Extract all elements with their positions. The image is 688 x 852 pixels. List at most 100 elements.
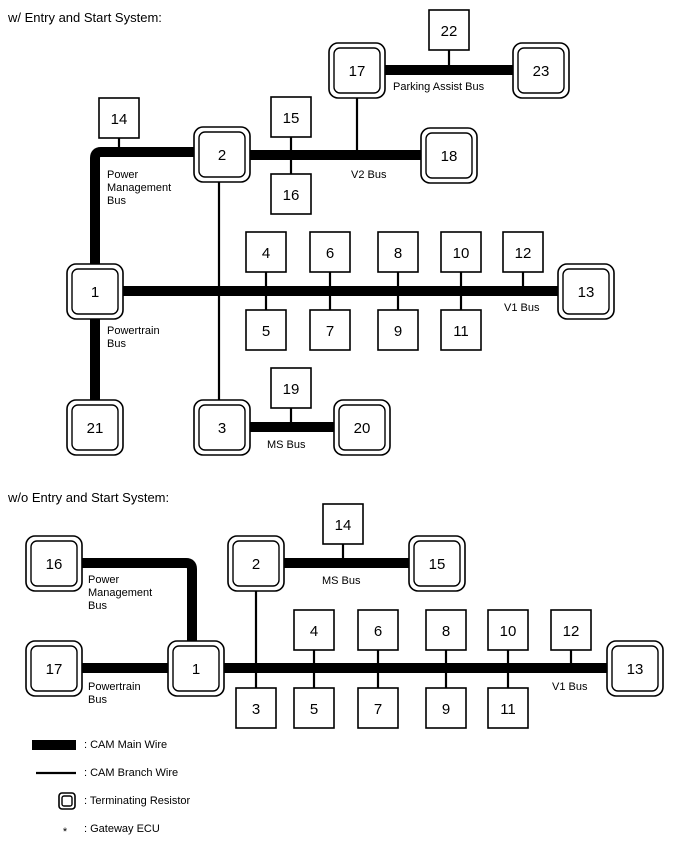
bottom-ecu-15: 15 [408, 535, 466, 592]
top-ecu-14: 14 [98, 97, 140, 139]
bottom-ecu-5-label: 5 [310, 701, 318, 718]
bottom-ecu-13: 13 [606, 640, 664, 697]
top-ecu-7-label: 7 [326, 323, 334, 340]
bottom-ecu-3-label: 3 [252, 701, 260, 718]
bottom-ecu-2: 2 [227, 535, 285, 592]
top-ecu-17: 17 [328, 42, 386, 99]
top-ecu-3-label: 3 [218, 420, 226, 437]
bottom-ecu-10-label: 10 [500, 623, 517, 640]
bottom-ecu-4-label: 4 [310, 623, 318, 640]
bottom-ecu-7: 7 [357, 687, 399, 729]
bottom-ecu-6-label: 6 [374, 623, 382, 640]
bottom-power-management-bus-label-line3: Bus [88, 600, 107, 612]
top-v2-bus-label: V2 Bus [351, 169, 387, 181]
top-ecu-20: 20 [333, 399, 391, 456]
bottom-ecu-12-label: 12 [563, 623, 580, 640]
top-v1-bus-label: V1 Bus [504, 302, 540, 314]
bottom-ecu-14-label: 14 [335, 517, 352, 534]
bottom-ecu-6: 6 [357, 609, 399, 651]
top-ecu-1-label: 1 [91, 284, 99, 301]
top-ecu-19-label: 19 [283, 381, 300, 398]
legend-terminating-resistor-symbol [58, 792, 76, 810]
top-nodes: 1 2 3 13 17 18 20 [66, 9, 615, 456]
top-ecu-17-label: 17 [349, 63, 366, 80]
bottom-powertrain-bus-label-line1: Powertrain [88, 681, 141, 693]
top-powertrain-bus-label-line1: Powertrain [107, 325, 160, 337]
top-ecu-8-label: 8 [394, 245, 402, 262]
top-ecu-10-label: 10 [453, 245, 470, 262]
top-power-management-bus-label-line3: Bus [107, 195, 126, 207]
bottom-ecu-11: 11 [487, 687, 529, 729]
bottom-ecu-17-label: 17 [46, 661, 63, 678]
bottom-v1-bus-label: V1 Bus [552, 681, 588, 693]
bottom-ecu-4: 4 [293, 609, 335, 651]
top-ecu-15-label: 15 [283, 110, 300, 127]
top-ecu-13-label: 13 [578, 284, 595, 301]
top-power-management-bus-wire [90, 147, 196, 264]
top-ecu-8: 8 [377, 231, 419, 273]
bottom-ecu-14: 14 [322, 503, 364, 545]
bottom-ecu-1: 1 [167, 640, 225, 697]
top-parking-assist-bus-label: Parking Assist Bus [393, 81, 485, 93]
top-ecu-22: 22 [428, 9, 470, 51]
top-ecu-18-label: 18 [441, 148, 458, 165]
top-ecu-7: 7 [309, 309, 351, 351]
top-power-management-bus-label-line1: Power [107, 169, 139, 181]
top-ecu-4: 4 [245, 231, 287, 273]
top-powertrain-bus-label-line2: Bus [107, 338, 126, 350]
top-wires [90, 50, 560, 432]
top-ecu-2-label: 2 [218, 147, 226, 164]
bottom-ecu-16: 16 [25, 535, 83, 592]
top-ecu-19: 19 [270, 367, 312, 409]
bottom-power-management-bus-label-line1: Power [88, 574, 120, 586]
top-ecu-6: 6 [309, 231, 351, 273]
bottom-ecu-5: 5 [293, 687, 335, 729]
top-ecu-11: 11 [440, 309, 482, 351]
legend-branch-wire-label: : CAM Branch Wire [84, 767, 178, 779]
top-ecu-16-label: 16 [283, 187, 300, 204]
bottom-ecu-8: 8 [425, 609, 467, 651]
top-ecu-21-label: 21 [87, 420, 104, 437]
bottom-ecu-13-label: 13 [627, 661, 644, 678]
bottom-ecu-12: 12 [550, 609, 592, 651]
legend-terminating-resistor-label: : Terminating Resistor [84, 795, 191, 807]
bottom-ecu-10: 10 [487, 609, 529, 651]
top-ecu-2: 2 [193, 126, 251, 183]
bottom-wires [82, 544, 609, 688]
bottom-power-management-bus-wire [82, 558, 197, 642]
bottom-ecu-1-label: 1 [192, 661, 200, 678]
top-ecu-11-label: 11 [453, 323, 469, 340]
top-ecu-1: 1 [66, 263, 124, 320]
top-ecu-10: 10 [440, 231, 482, 273]
top-ecu-12: 12 [502, 231, 544, 273]
bottom-ms-bus-label: MS Bus [322, 575, 361, 587]
top-ecu-13: 13 [557, 263, 615, 320]
bottom-ecu-17: 17 [25, 640, 83, 697]
top-header: w/ Entry and Start System: [7, 10, 162, 25]
bottom-ecu-2-label: 2 [252, 556, 260, 573]
legend-gateway-symbol: * [63, 826, 68, 838]
top-bus-labels: Parking Assist Bus V2 Bus Power Manageme… [107, 81, 540, 451]
top-ecu-12-label: 12 [515, 245, 532, 262]
bottom-header: w/o Entry and Start System: [7, 490, 169, 505]
top-ecu-14-label: 14 [111, 111, 128, 128]
legend-gateway-ecu-label: : Gateway ECU [84, 823, 160, 835]
top-ecu-20-label: 20 [354, 420, 371, 437]
bottom-ecu-3: 3 [235, 687, 277, 729]
top-ecu-16: 16 [270, 173, 312, 215]
top-ecu-9: 9 [377, 309, 419, 351]
top-ecu-5: 5 [245, 309, 287, 351]
top-power-management-bus-label-line2: Management [107, 182, 171, 194]
top-ecu-6-label: 6 [326, 245, 334, 262]
bottom-ecu-15-label: 15 [429, 556, 446, 573]
bottom-ecu-7-label: 7 [374, 701, 382, 718]
top-ecu-15: 15 [270, 96, 312, 138]
top-ecu-23-label: 23 [533, 63, 550, 80]
bottom-bus-labels: Power Management Bus MS Bus Powertrain B… [88, 574, 588, 706]
top-ms-bus-label: MS Bus [267, 439, 306, 451]
top-ecu-23: 23 [512, 42, 570, 99]
top-ecu-21: 21 [66, 399, 124, 456]
bottom-ecu-9: 9 [425, 687, 467, 729]
bottom-nodes: 1 2 13 15 16 17 3 [25, 503, 664, 729]
